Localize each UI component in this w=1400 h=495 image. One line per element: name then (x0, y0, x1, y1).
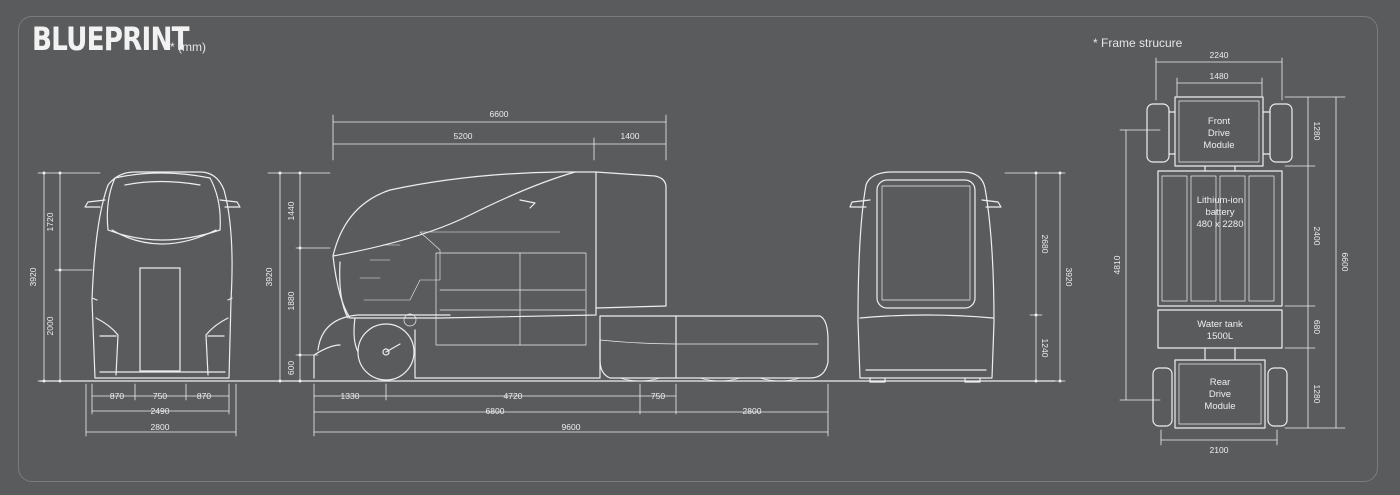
side-length-module: 6800 (486, 406, 505, 416)
side-length-total: 9600 (562, 422, 581, 432)
front-width-center: 750 (153, 391, 167, 401)
battery-label-2: battery (1205, 207, 1234, 218)
frame-length-overall: 6600 (1340, 253, 1350, 272)
rear-module-label-2: Drive (1209, 389, 1231, 400)
side-length-gap: 750 (651, 391, 665, 401)
front-module-label-1: Front (1208, 116, 1231, 127)
front-height-lower: 2000 (45, 316, 55, 335)
battery-label-1: Lithium-ion (1197, 195, 1243, 206)
front-module-label-3: Module (1203, 140, 1234, 151)
side-length-cabin: 5200 (454, 131, 473, 141)
front-width-total: 2800 (151, 422, 170, 432)
side-height-lower: 600 (286, 361, 296, 375)
side-view-vehicle (313, 171, 829, 382)
rear-view-vehicle (849, 171, 1002, 383)
unit-note: * (mm) (170, 40, 206, 54)
rear-height-upper: 2680 (1040, 235, 1050, 254)
front-height-total: 3920 (28, 267, 38, 286)
dimension-arrows (42, 171, 1062, 383)
frame-structure-chassis (1146, 96, 1293, 429)
frame-structure-note: * Frame strucure (1093, 36, 1183, 50)
side-height-upper: 1440 (286, 201, 296, 220)
side-length-body: 6600 (490, 109, 509, 119)
front-width-right: 870 (197, 391, 211, 401)
side-length-wheelbase: 4720 (504, 391, 523, 401)
front-width-left: 870 (110, 391, 124, 401)
front-view-vehicle (84, 171, 241, 379)
page-title: BLUEPRINT (32, 20, 190, 58)
frame-length-total: 4810 (1112, 255, 1122, 274)
water-tank-label-2: 1500L (1207, 331, 1233, 342)
rear-module-label-1: Rear (1210, 377, 1231, 388)
frame-length-rear: 1280 (1312, 385, 1322, 404)
side-height-middle: 1880 (286, 291, 296, 310)
frame-width-inner: 1480 (1210, 71, 1229, 81)
side-length-trailer: 2800 (743, 406, 762, 416)
rear-module-label-3: Module (1204, 401, 1235, 412)
rear-height-lower: 1240 (1040, 339, 1050, 358)
side-length-front-overhang: 1330 (341, 391, 360, 401)
blueprint-frame (18, 16, 1378, 482)
front-width-track: 2490 (151, 406, 170, 416)
battery-label-3: 480 x 2280 (1196, 219, 1243, 230)
frame-width-rear: 2100 (1210, 445, 1229, 455)
frame-length-front: 1280 (1312, 122, 1322, 141)
water-tank-label-1: Water tank (1197, 319, 1243, 330)
front-height-upper: 1720 (45, 212, 55, 231)
side-height-total: 3920 (264, 267, 274, 286)
frame-length-battery: 2400 (1312, 227, 1322, 246)
dimension-lines (37, 57, 1346, 446)
front-module-label-2: Drive (1208, 128, 1230, 139)
frame-length-tank: 680 (1312, 320, 1322, 334)
rear-height-total: 3920 (1064, 268, 1074, 287)
frame-width-outer: 2240 (1210, 50, 1229, 60)
side-length-rear: 1400 (621, 131, 640, 141)
